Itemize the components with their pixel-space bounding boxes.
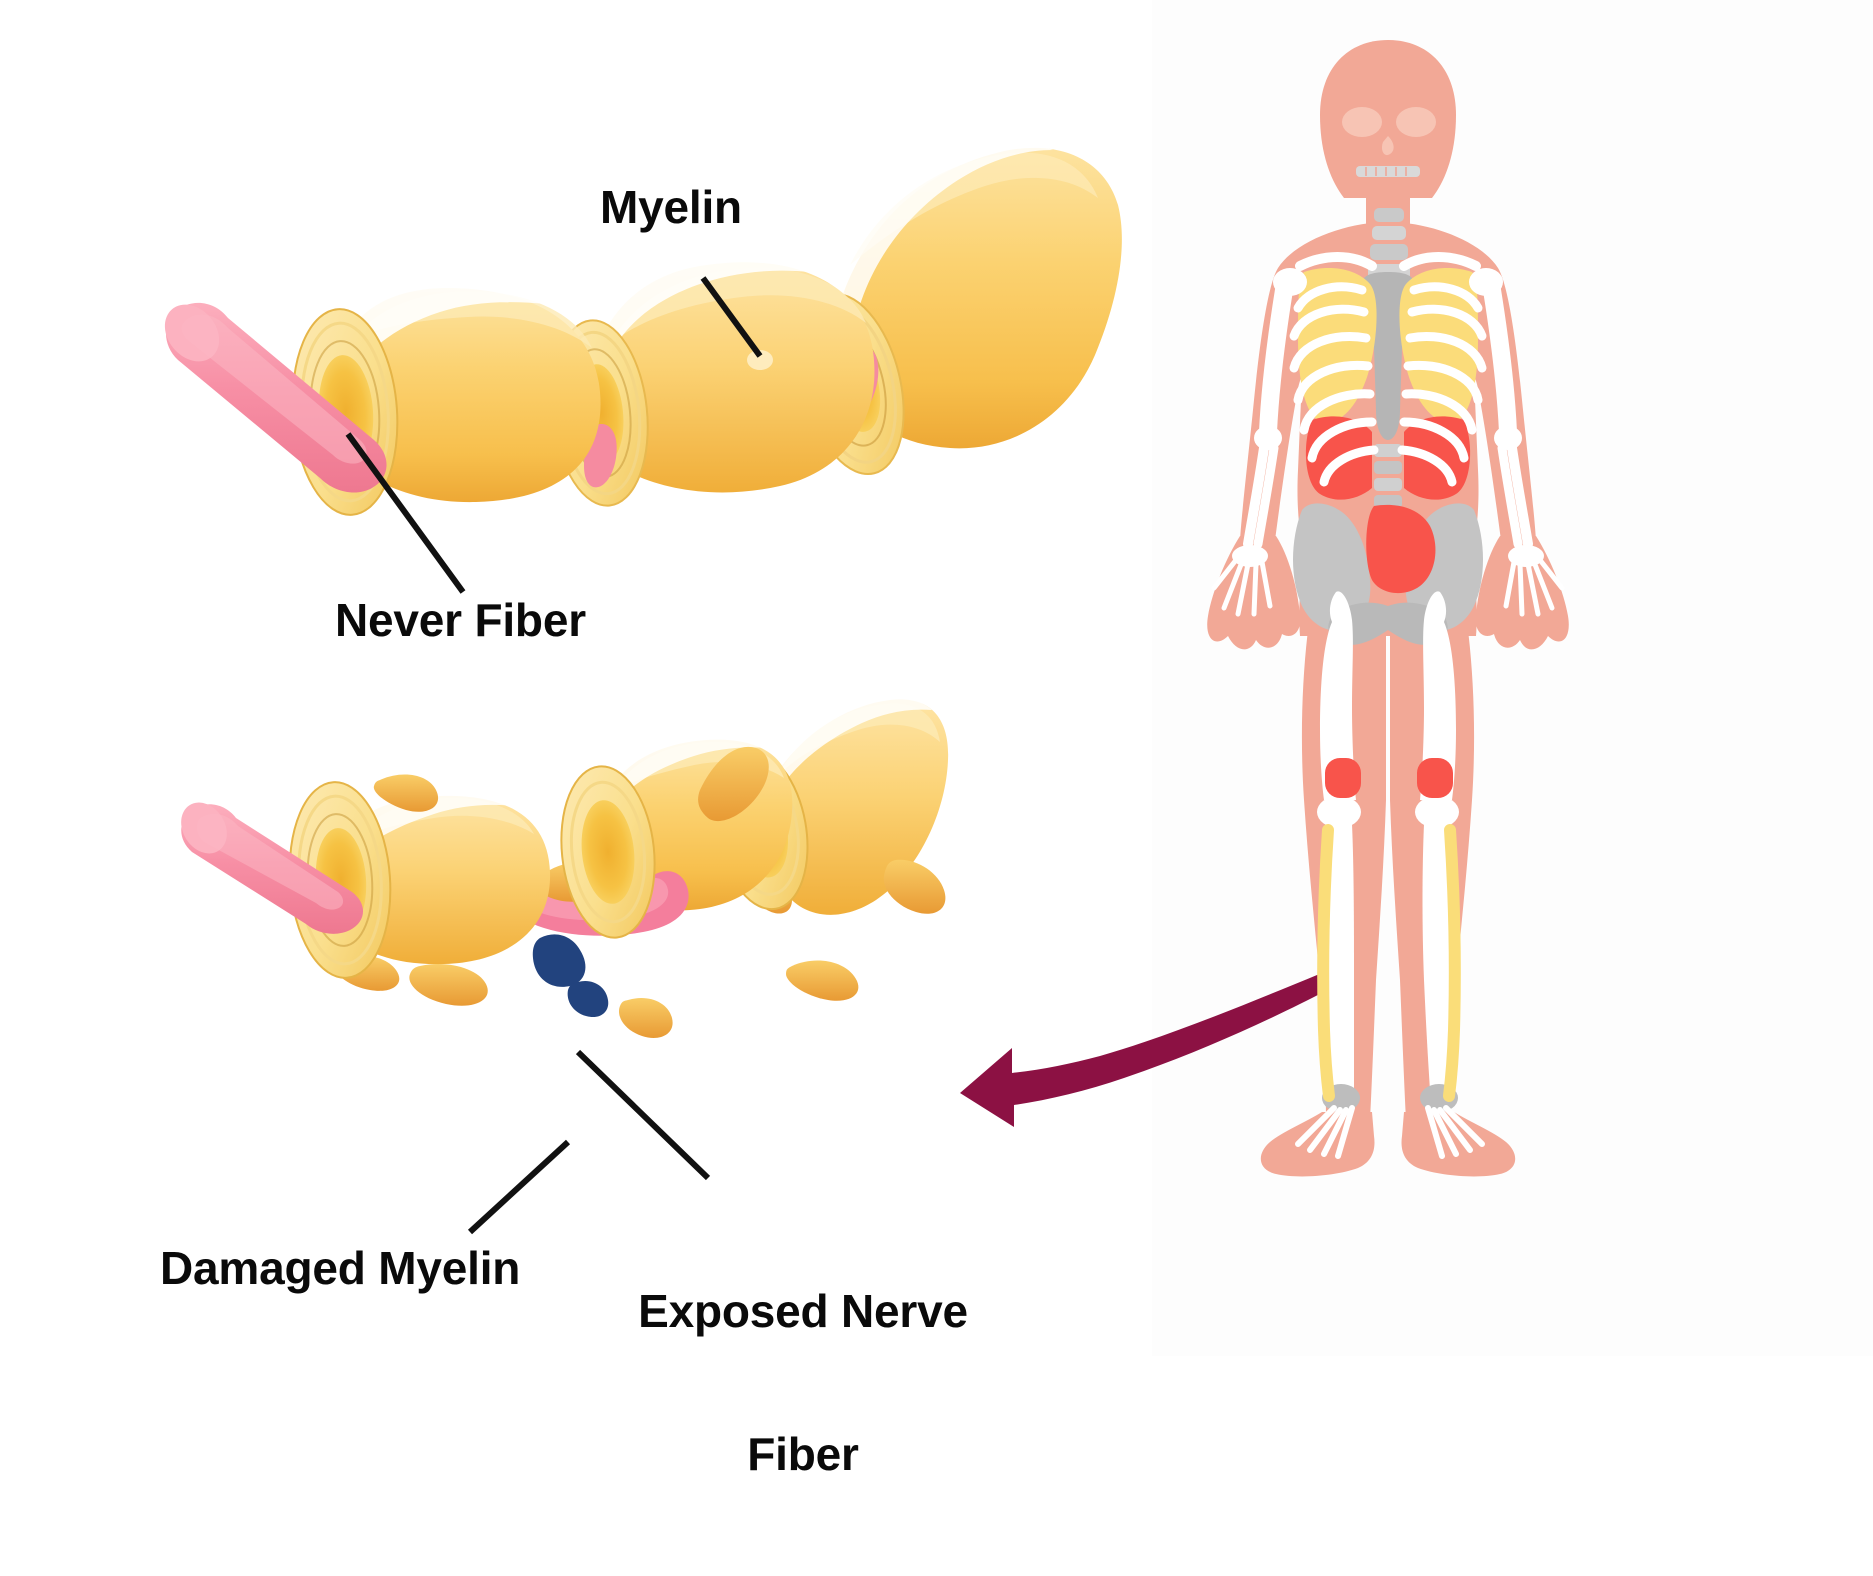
knee-red-left <box>1325 758 1361 798</box>
lumbar-4 <box>1374 495 1402 508</box>
right-foot-silhouette <box>1401 1112 1516 1177</box>
myelin-specular-2 <box>747 350 773 370</box>
femur-left <box>1320 591 1356 800</box>
curved-arrow-icon <box>960 957 1366 1127</box>
tear-flap-1c <box>373 774 439 812</box>
leg-bones <box>1295 591 1485 1159</box>
cervical-2 <box>1372 226 1406 240</box>
teeth-row <box>1356 166 1420 177</box>
damaged-ring-mid-core <box>581 800 635 904</box>
diagram-root: Myelin Never Fiber Damaged Myelin Expose… <box>160 0 1873 1478</box>
foot-bones-left <box>1295 1105 1355 1159</box>
metacarpals-left <box>1211 557 1273 617</box>
damaged-rim-2 <box>597 736 768 824</box>
label-exposed-nerve-fiber: Exposed Nerve Fiber <box>608 1192 998 1575</box>
myelin-rim-1 <box>329 285 546 400</box>
knee-red-right <box>1417 758 1453 798</box>
radius-left <box>1243 443 1269 549</box>
axon-highlight <box>181 314 367 464</box>
illustration-layer <box>164 40 1569 1235</box>
radius-right <box>1507 443 1533 549</box>
tear-flap-2b <box>698 746 769 822</box>
nasal-cavity <box>1381 136 1394 156</box>
tear-flap-2d <box>786 960 859 1001</box>
leader-line-damaged-myelin <box>467 1139 571 1235</box>
tear-flap-3a <box>883 859 946 914</box>
label-exposed-nerve-line2: Fiber <box>747 1428 859 1481</box>
ulna-left <box>1253 443 1279 549</box>
hand-bones-right <box>1503 545 1565 617</box>
eye-socket-right <box>1396 107 1436 137</box>
knee-joint-right <box>1415 796 1459 828</box>
myelin-segment-2 <box>583 259 875 493</box>
myelin-body-2 <box>584 262 875 493</box>
nerve-fiber-axon <box>164 302 387 493</box>
humerus-left <box>1259 281 1293 441</box>
metacarpals-right <box>1503 557 1565 617</box>
leader-line-nerve-fiber <box>345 432 466 594</box>
leader-line-exposed-nerve <box>575 1049 711 1181</box>
eye-socket-left <box>1342 107 1382 137</box>
skeleton-panel-background <box>1152 0 1873 1356</box>
ulna-right <box>1497 443 1523 549</box>
knee-joint-left <box>1317 796 1361 828</box>
myelin-segment-1 <box>329 285 601 503</box>
arrow-shape <box>960 957 1366 1127</box>
damage-patch-navy-b <box>567 980 609 1018</box>
teeth-gaps <box>1365 167 1407 176</box>
lumbar-1 <box>1374 444 1402 457</box>
damage-patch-navy-a <box>532 934 586 987</box>
tibial-nerve-yellow <box>1317 824 1461 1102</box>
damaged-ring-mid <box>560 765 656 939</box>
axon-highlight-damaged <box>196 813 344 910</box>
label-exposed-nerve-line1: Exposed Nerve <box>638 1284 968 1337</box>
rib-cage <box>1289 282 1487 487</box>
foot-bones-right <box>1425 1105 1485 1159</box>
pelvis-bones <box>1293 503 1483 645</box>
tibia-right <box>1422 824 1452 1090</box>
pubic-arch <box>1328 602 1448 645</box>
healthy-myelinated-axon-icon <box>164 144 1122 516</box>
damaged-rim-3 <box>757 697 932 812</box>
head-silhouette <box>1320 40 1456 198</box>
nerve-left <box>1317 824 1335 1102</box>
cervical-3 <box>1370 244 1408 260</box>
humerus-right <box>1483 281 1517 441</box>
nerve-fiber-axon-damaged <box>181 802 364 934</box>
human-skeleton-icon <box>1207 40 1569 1177</box>
nerve-right <box>1443 824 1461 1102</box>
clavicle-left <box>1295 252 1377 271</box>
tear-flap-1b <box>409 964 488 1006</box>
myelin-rim-2 <box>583 259 808 405</box>
skull-features <box>1342 107 1436 177</box>
arm-bones <box>1211 281 1565 617</box>
cervical-1 <box>1374 208 1404 222</box>
label-myelin: Myelin <box>600 181 742 233</box>
leader-line-myelin <box>700 276 763 358</box>
knee-pain-highlights <box>1325 758 1453 798</box>
label-damaged-myelin: Damaged Myelin <box>160 1242 521 1294</box>
ilium-left <box>1293 503 1371 631</box>
label-nerve-fiber: Never Fiber <box>335 594 586 646</box>
damaged-myelinated-axon-icon <box>181 697 949 1038</box>
clavicle-right <box>1399 252 1481 271</box>
myelin-body-1 <box>330 288 601 503</box>
tear-flap-2c <box>618 998 673 1038</box>
tibia-left <box>1324 824 1354 1090</box>
hand-bones-left <box>1211 545 1273 617</box>
damaged-ring-mid-ridge <box>569 780 647 924</box>
damaged-highlight-3 <box>776 703 940 778</box>
lumbar-2 <box>1374 461 1402 474</box>
lumbar-3 <box>1374 478 1402 491</box>
sacrum-red-highlight <box>1366 504 1436 594</box>
femur-right <box>1420 591 1456 800</box>
